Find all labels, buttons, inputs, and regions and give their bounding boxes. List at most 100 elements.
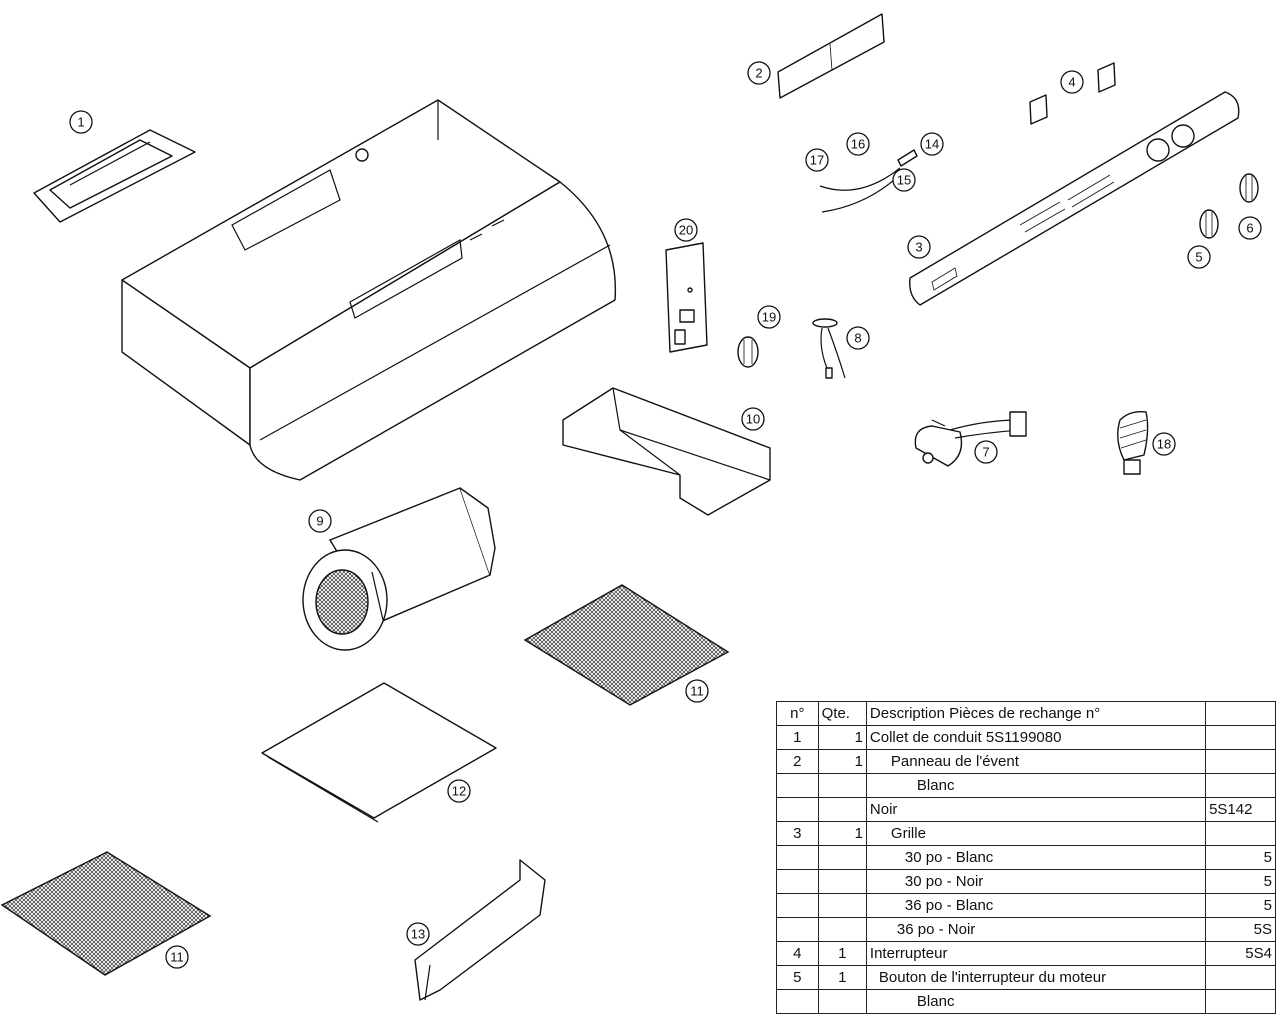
row-quantity	[817, 989, 867, 1014]
svg-text:7: 7	[982, 445, 989, 460]
svg-text:9: 9	[316, 514, 323, 529]
svg-text:4: 4	[1068, 75, 1075, 90]
svg-text:10: 10	[746, 412, 760, 427]
callout-15: 15	[892, 168, 916, 192]
row-number: 3	[776, 821, 819, 846]
callout-5: 5	[1187, 245, 1211, 269]
callout-9: 9	[308, 509, 332, 533]
callout-12: 12	[447, 779, 471, 803]
row-quantity	[817, 845, 867, 870]
table-row: Blanc	[776, 989, 1276, 1014]
callout-19: 19	[757, 305, 781, 329]
row-description: Noir	[865, 797, 1207, 822]
row-part-number	[1205, 773, 1276, 798]
duct-collar-part	[33, 129, 196, 223]
callout-7: 7	[974, 440, 998, 464]
header-quantity: Qte.	[817, 701, 867, 726]
duct-part	[562, 387, 771, 516]
row-quantity: 1	[817, 725, 867, 750]
row-part-number	[1205, 725, 1276, 750]
svg-text:3: 3	[915, 240, 922, 255]
light-knob-part	[1239, 173, 1259, 203]
row-description: Collet de conduit 5S1199080	[865, 725, 1207, 750]
row-quantity	[817, 773, 867, 798]
table-row: Noir 5S142	[776, 797, 1276, 822]
table-row: 5 1 Bouton de l'interrupteur du moteur	[776, 965, 1276, 990]
header-number: n°	[776, 701, 819, 726]
svg-text:11: 11	[690, 684, 704, 699]
svg-text:2: 2	[755, 66, 762, 81]
row-part-number	[1205, 749, 1276, 774]
row-quantity: 1	[817, 821, 867, 846]
callout-1: 1	[69, 110, 93, 134]
row-number	[776, 869, 819, 894]
svg-text:6: 6	[1246, 221, 1253, 236]
row-quantity	[817, 917, 867, 942]
callout-16: 16	[846, 132, 870, 156]
header-part-number	[1205, 701, 1276, 726]
svg-text:18: 18	[1157, 437, 1171, 452]
grille-part	[909, 91, 1240, 306]
table-row: 3 1 Grille	[776, 821, 1276, 846]
svg-text:19: 19	[762, 310, 776, 325]
row-description: Bouton de l'interrupteur du moteur	[865, 965, 1207, 990]
svg-text:8: 8	[854, 331, 861, 346]
table-row: Blanc	[776, 773, 1276, 798]
row-part-number	[1205, 965, 1276, 990]
callout-2: 2	[747, 61, 771, 85]
grease-filter-part	[523, 584, 730, 706]
table-row: 2 1 Panneau de l'évent	[776, 749, 1276, 774]
row-part-number: 5S142	[1205, 797, 1276, 822]
row-quantity: 1	[817, 941, 867, 966]
row-quantity: 1	[817, 749, 867, 774]
row-quantity: 1	[817, 965, 867, 990]
range-hood-body-part	[121, 99, 617, 481]
callout-20: 20	[674, 218, 698, 242]
light-socket-part	[812, 318, 846, 379]
knob-part	[737, 336, 759, 368]
row-number	[776, 773, 819, 798]
table-row: 30 po - Noir 5	[776, 869, 1276, 894]
vent-panel-part	[777, 13, 885, 99]
cfl-bulb-part	[1117, 410, 1149, 475]
charcoal-filter-panel-part	[261, 682, 497, 823]
row-number: 1	[776, 725, 819, 750]
blower-motor-part	[302, 487, 496, 651]
row-part-number: 5S4	[1205, 941, 1276, 966]
row-description: Interrupteur	[865, 941, 1207, 966]
table-row: 30 po - Blanc 5	[776, 845, 1276, 870]
switch-box-part	[665, 242, 708, 353]
svg-text:1: 1	[77, 115, 84, 130]
callout-13: 13	[406, 922, 430, 946]
row-description: 36 po - Blanc	[865, 893, 1207, 918]
svg-text:20: 20	[679, 223, 693, 238]
callout-10: 10	[741, 407, 765, 431]
row-part-number: 5	[1205, 893, 1276, 918]
callout-11: 11	[685, 679, 709, 703]
svg-text:12: 12	[452, 784, 466, 799]
row-description: Panneau de l'évent	[865, 749, 1207, 774]
row-description: 36 po - Noir	[865, 917, 1207, 942]
table-row: 36 po - Blanc 5	[776, 893, 1276, 918]
callout-11: 11	[165, 945, 189, 969]
row-description: Blanc	[865, 989, 1207, 1014]
svg-text:11: 11	[170, 950, 184, 965]
parts-list-table: n° Qte. Description Pièces de rechange n…	[776, 701, 1276, 1014]
row-part-number: 5	[1205, 869, 1276, 894]
callout-17: 17	[805, 148, 829, 172]
row-description: Blanc	[865, 773, 1207, 798]
row-part-number: 5	[1205, 845, 1276, 870]
callout-6: 6	[1238, 216, 1262, 240]
grease-filter-part	[0, 851, 212, 976]
motor-knob-part	[1199, 209, 1219, 239]
row-number	[776, 989, 819, 1014]
svg-text:15: 15	[897, 173, 911, 188]
row-part-number	[1205, 989, 1276, 1014]
callout-4: 4	[1060, 70, 1084, 94]
header-description: Description Pièces de rechange n°	[865, 701, 1207, 726]
table-row: 36 po - Noir 5S	[776, 917, 1276, 942]
svg-text:17: 17	[810, 153, 824, 168]
row-quantity	[817, 893, 867, 918]
svg-text:16: 16	[851, 137, 865, 152]
